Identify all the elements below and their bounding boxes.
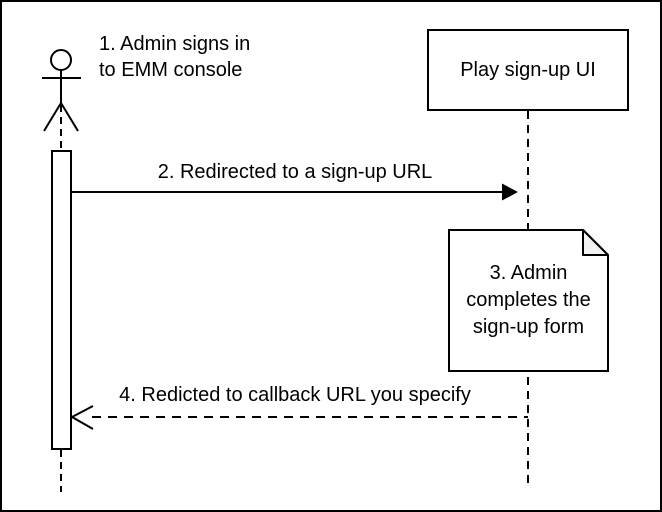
note-body (448, 229, 609, 372)
actor-leg-left (43, 102, 62, 132)
actor-head (50, 49, 72, 71)
message-4-label: 4. Redicted to callback URL you specify (119, 384, 471, 406)
stick-figure-actor-icon (42, 49, 81, 132)
note-folded-corner-icon (582, 229, 609, 256)
message-3-note-label: 3. Admin completes the sign-up form (466, 262, 591, 338)
message-1-label: 1. Admin signs in to EMM console (99, 33, 251, 81)
message-2-arrow (72, 183, 518, 201)
message-4-open-arrowhead-icon (69, 405, 94, 430)
note-shape (448, 229, 609, 372)
message-4-arrow (69, 405, 528, 430)
participant-play-signup-ui-label: Play sign-up UI (460, 59, 596, 81)
participant-play-signup-ui: Play sign-up UI (427, 29, 629, 111)
message-2-arrowhead-icon (502, 183, 518, 201)
actor-leg-right (60, 102, 79, 132)
admin-activation-bar (51, 150, 72, 450)
message-2-label: 2. Redirected to a sign-up URL (157, 161, 433, 183)
